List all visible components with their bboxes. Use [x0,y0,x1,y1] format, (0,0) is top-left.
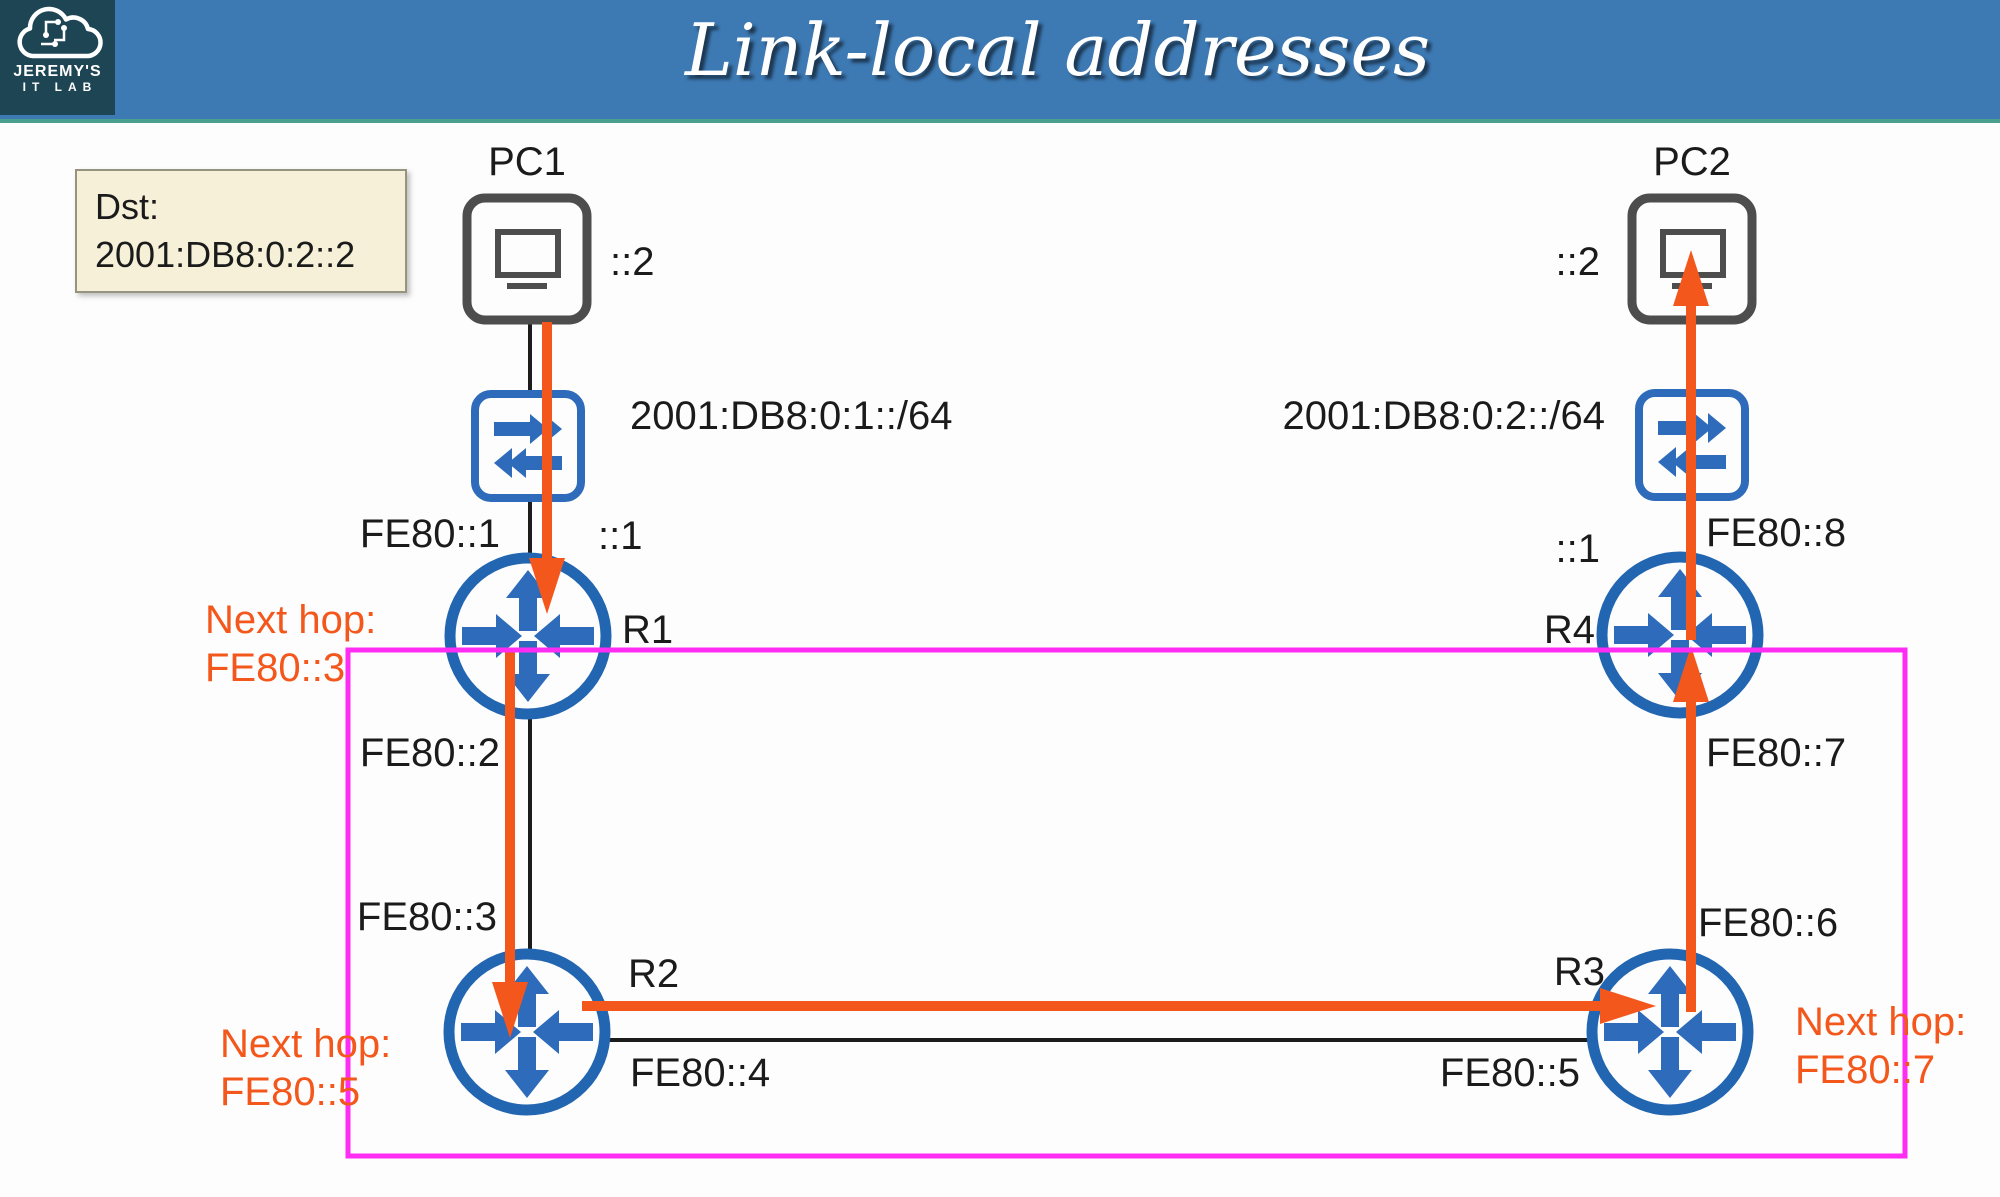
r4-down-linklocal-label: FE80::7 [1706,731,1847,775]
note-line2: 2001:DB8:0:2::2 [95,234,356,275]
packet-arrowhead-pc2 [1673,250,1709,306]
header-bar: Link-local addresses [0,0,2000,119]
r4-linklocal-label: FE80::8 [1706,511,1847,555]
r1-linklocal-label: FE80::1 [359,512,500,556]
network-left-label: 2001:DB8:0:1::/64 [630,394,953,438]
pc1-address: ::2 [610,240,655,284]
next-hop-r1-line1: Next hop: [205,598,377,642]
pc2-address: ::2 [1555,240,1600,284]
next-hop-r3-line2: FE80::7 [1795,1048,1936,1092]
next-hop-annotation-r1: Next hop: FE80::3 [205,596,376,692]
r2-label: R2 [628,952,680,996]
r2-router-icon [449,954,605,1110]
r4-label: R4 [1543,608,1595,652]
r3-router-icon [1592,954,1748,1110]
switch1-icon [475,394,581,498]
packet-arrowhead-r2 [492,982,528,1038]
packet-arrow-r2-r3 [582,1001,1602,1011]
packet-arrow-r3-r4 [1686,700,1696,1012]
r4-global-label: ::1 [1555,527,1600,571]
packet-arrow-r1-r2 [505,651,515,984]
next-hop-r3-line1: Next hop: [1795,1000,1967,1044]
r3-left-linklocal-label: FE80::5 [1439,1051,1580,1095]
cloud-circuit-icon [16,6,103,59]
next-hop-r1-line2: FE80::3 [205,646,346,690]
r1-down-linklocal-label: FE80::2 [359,731,500,775]
next-hop-r2-line1: Next hop: [220,1022,392,1066]
logo-text-line1: JEREMY'S [13,63,102,80]
packet-path [492,250,1709,1038]
logo-text-line2: IT LAB [22,80,98,94]
packet-arrowhead-r1 [529,558,565,614]
page-title: Link-local addresses [684,8,1431,92]
r1-label: R1 [622,608,674,652]
jeremys-it-lab-logo: JEREMY'S IT LAB [0,0,115,115]
header-underline [0,119,2000,123]
packet-arrow-pc1-r1 [542,322,552,560]
next-hop-annotation-r3: Next hop: FE80::7 [1795,998,1966,1094]
next-hop-annotation-r2: Next hop: FE80::5 [220,1020,391,1116]
highlight-rectangle [345,647,1908,1159]
next-hop-r2-line2: FE80::5 [220,1070,361,1114]
r1-router-icon [450,558,606,714]
pc2-label: PC2 [1653,140,1731,184]
r2-right-linklocal-label: FE80::4 [630,1051,771,1095]
note-line1: Dst: [95,186,160,227]
packet-arrowhead-r3 [1600,988,1656,1024]
r3-up-linklocal-label: FE80::6 [1698,901,1839,945]
packet-arrow-r4-pc2 [1686,306,1696,640]
pc1-icon [467,198,587,320]
network-right-label: 2001:DB8:0:2::/64 [1282,394,1605,438]
pc1-label: PC1 [488,140,566,184]
r1-global-label: ::1 [598,514,643,558]
r2-up-linklocal-label: FE80::3 [356,895,497,939]
r3-label: R3 [1553,950,1605,994]
destination-note: Dst: 2001:DB8:0:2::2 [75,169,407,293]
packet-arrowhead-r4 [1673,646,1709,702]
